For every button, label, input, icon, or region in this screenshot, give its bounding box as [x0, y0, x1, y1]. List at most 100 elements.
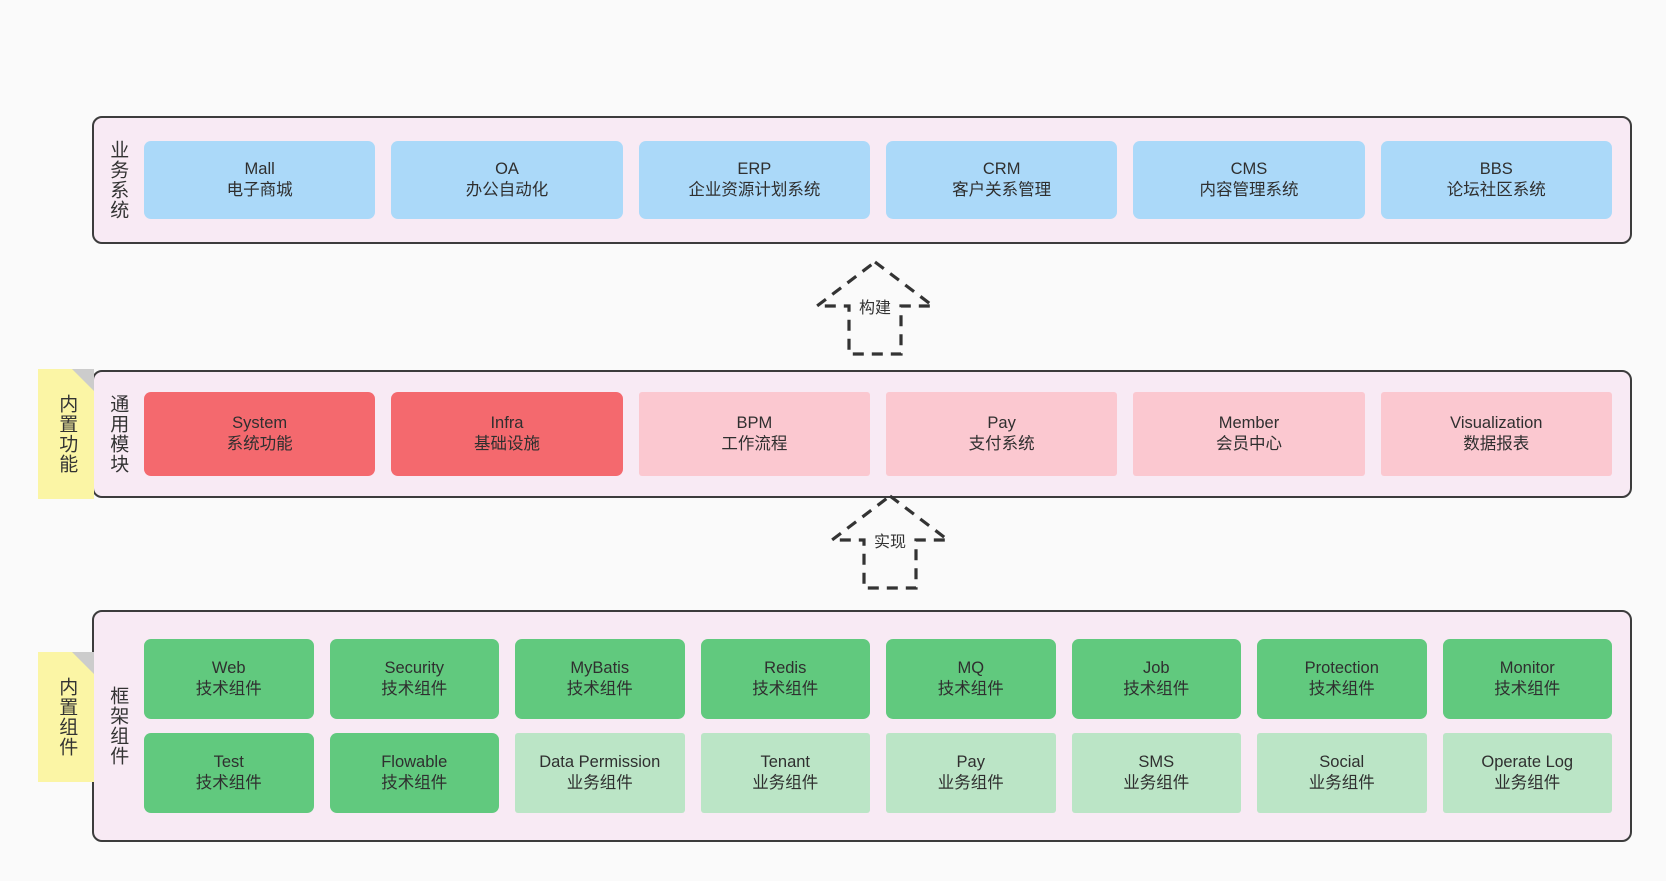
node-system[interactable]: System 系统功能: [144, 392, 376, 476]
layer-framework-components: 框架组件 Web 技术组件 Security 技术组件 MyBatis 技术组件…: [92, 610, 1632, 842]
node-subtitle: 业务组件: [1494, 774, 1561, 792]
node-job[interactable]: Job 技术组件: [1071, 639, 1241, 719]
node-row: Mall 电子商城 OA 办公自动化 ERP 企业资源计划系统 CRM 客户关系…: [144, 141, 1612, 219]
node-monitor[interactable]: Monitor 技术组件: [1442, 639, 1612, 719]
node-title: Monitor: [1499, 658, 1555, 677]
node-title: Pay: [956, 752, 985, 771]
node-title: MyBatis: [570, 658, 630, 677]
node-subtitle: 办公自动化: [465, 181, 549, 199]
node-subtitle: 支付系统: [968, 435, 1035, 453]
node-subtitle: 论坛社区系统: [1446, 181, 1546, 199]
node-subtitle: 系统功能: [226, 435, 293, 453]
node-sms[interactable]: SMS 业务组件: [1071, 733, 1241, 813]
node-title: Tenant: [760, 752, 811, 771]
layer-caption-business-label: 业务系统: [107, 140, 129, 220]
node-title: Flowable: [381, 752, 448, 771]
node-test[interactable]: Test 技术组件: [144, 733, 314, 813]
node-subtitle: 基础设施: [473, 435, 540, 453]
node-tenant[interactable]: Tenant 业务组件: [700, 733, 870, 813]
node-member[interactable]: Member 会员中心: [1133, 392, 1365, 476]
node-subtitle: 电子商城: [226, 181, 293, 199]
node-subtitle: 技术组件: [381, 680, 448, 698]
node-subtitle: 数据报表: [1463, 435, 1530, 453]
node-subtitle: 技术组件: [1123, 680, 1190, 698]
node-subtitle: 技术组件: [752, 680, 819, 698]
node-erp[interactable]: ERP 企业资源计划系统: [638, 141, 870, 219]
node-subtitle: 技术组件: [1494, 680, 1561, 698]
node-subtitle: 技术组件: [1308, 680, 1375, 698]
layer-caption-business: 业务系统: [94, 118, 140, 242]
node-infra[interactable]: Infra 基础设施: [391, 392, 623, 476]
layer-body-framework: Web 技术组件 Security 技术组件 MyBatis 技术组件 Redi…: [140, 612, 1630, 840]
node-protection[interactable]: Protection 技术组件: [1257, 639, 1427, 719]
connector-implement: 实现: [815, 492, 965, 590]
node-mall[interactable]: Mall 电子商城: [144, 141, 376, 219]
node-oa[interactable]: OA 办公自动化: [391, 141, 623, 219]
note-fold-icon: [72, 652, 94, 674]
node-title: SMS: [1138, 752, 1175, 771]
note-builtin-component: 内置组件: [38, 652, 94, 782]
node-title: Member: [1218, 413, 1280, 432]
node-subtitle: 技术组件: [195, 774, 262, 792]
node-subtitle: 客户关系管理: [952, 181, 1052, 199]
node-cms[interactable]: CMS 内容管理系统: [1133, 141, 1365, 219]
node-pay-component[interactable]: Pay 业务组件: [886, 733, 1056, 813]
node-title: ERP: [737, 159, 772, 178]
node-title: Security: [384, 658, 445, 677]
node-social[interactable]: Social 业务组件: [1257, 733, 1427, 813]
note-builtin-component-label: 内置组件: [56, 677, 78, 757]
node-subtitle: 技术组件: [195, 680, 262, 698]
node-title: Redis: [764, 658, 807, 677]
node-subtitle: 业务组件: [566, 774, 633, 792]
node-data-permission[interactable]: Data Permission 业务组件: [515, 733, 685, 813]
node-visualization[interactable]: Visualization 数据报表: [1380, 392, 1612, 476]
node-mq[interactable]: MQ 技术组件: [886, 639, 1056, 719]
node-security[interactable]: Security 技术组件: [329, 639, 499, 719]
node-row: System 系统功能 Infra 基础设施 BPM 工作流程 Pay 支付系统…: [144, 392, 1612, 476]
node-subtitle: 技术组件: [381, 774, 448, 792]
node-title: Test: [213, 752, 244, 771]
connector-build: 构建: [800, 258, 950, 356]
layer-caption-framework: 框架组件: [94, 612, 140, 840]
node-bpm[interactable]: BPM 工作流程: [638, 392, 870, 476]
node-subtitle: 内容管理系统: [1199, 181, 1299, 199]
node-bbs[interactable]: BBS 论坛社区系统: [1380, 141, 1612, 219]
node-redis[interactable]: Redis 技术组件: [700, 639, 870, 719]
node-subtitle: 工作流程: [721, 435, 788, 453]
node-subtitle: 业务组件: [1308, 774, 1375, 792]
layer-caption-framework-label: 框架组件: [107, 686, 129, 766]
layer-caption-modules: 通用模块: [94, 372, 140, 496]
layer-caption-modules-label: 通用模块: [107, 394, 129, 474]
node-title: Pay: [987, 413, 1016, 432]
node-title: Mall: [244, 159, 275, 178]
node-subtitle: 会员中心: [1215, 435, 1282, 453]
node-flowable[interactable]: Flowable 技术组件: [329, 733, 499, 813]
node-row: Web 技术组件 Security 技术组件 MyBatis 技术组件 Redi…: [144, 639, 1612, 719]
node-title: CRM: [982, 159, 1021, 178]
node-subtitle: 业务组件: [1123, 774, 1190, 792]
node-operate-log[interactable]: Operate Log 业务组件: [1442, 733, 1612, 813]
node-title: Protection: [1304, 658, 1379, 677]
node-title: BPM: [736, 413, 773, 432]
node-title: MQ: [957, 658, 985, 677]
node-title: Operate Log: [1481, 752, 1574, 771]
layer-business-systems: 业务系统 Mall 电子商城 OA 办公自动化 ERP 企业资源计划系统 CRM: [92, 116, 1632, 244]
node-subtitle: 技术组件: [937, 680, 1004, 698]
node-title: Social: [1319, 752, 1365, 771]
node-title: OA: [495, 159, 519, 178]
node-pay-module[interactable]: Pay 支付系统: [885, 392, 1118, 476]
node-mybatis[interactable]: MyBatis 技术组件: [515, 639, 685, 719]
node-subtitle: 业务组件: [937, 774, 1004, 792]
node-title: Infra: [490, 413, 524, 432]
node-subtitle: 业务组件: [752, 774, 819, 792]
node-row: Test 技术组件 Flowable 技术组件 Data Permission …: [144, 733, 1612, 813]
layer-body-modules: System 系统功能 Infra 基础设施 BPM 工作流程 Pay 支付系统…: [140, 372, 1630, 496]
node-title: Job: [1142, 658, 1170, 677]
note-builtin-function-label: 内置功能: [56, 394, 78, 474]
node-web[interactable]: Web 技术组件: [144, 639, 314, 719]
note-builtin-function: 内置功能: [38, 369, 94, 499]
node-title: Web: [211, 658, 246, 677]
node-title: Data Permission: [539, 752, 661, 771]
node-subtitle: 技术组件: [566, 680, 633, 698]
node-crm[interactable]: CRM 客户关系管理: [885, 141, 1118, 219]
